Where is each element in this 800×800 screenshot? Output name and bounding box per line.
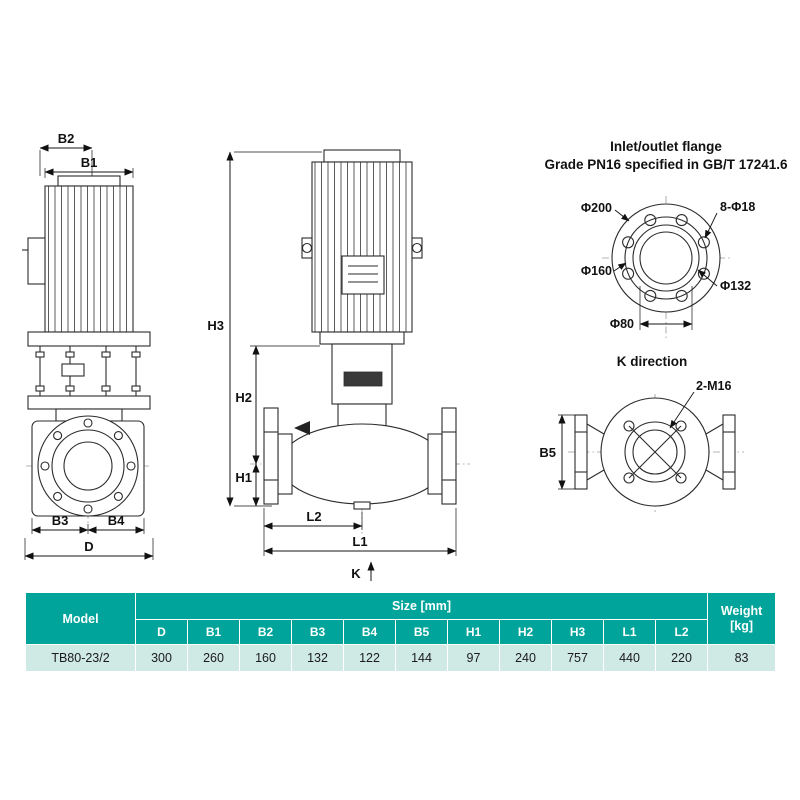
col-header-l2: L2 [654, 619, 709, 645]
value-l2: 220 [654, 644, 709, 672]
side-view-dimensions: B2 B1 B3 B4 D [24, 131, 154, 560]
bolt-circle [624, 216, 708, 300]
front-view-dimensions: H3 H2 H1 L2 L1 K [207, 151, 457, 581]
suction-flange [263, 407, 279, 505]
flow-arrow [294, 421, 310, 435]
discharge-flange [441, 407, 457, 505]
table-row: TB80-23/2 300 260 160 132 122 144 97 240… [25, 644, 777, 672]
dim-b1-label: B1 [81, 155, 98, 170]
flange-bore [639, 231, 693, 285]
flange-face-outer [37, 415, 139, 517]
col-header-d: D [135, 619, 188, 645]
label-d132: Φ132 [720, 279, 751, 293]
k-view-title: K direction [617, 354, 688, 369]
label-8-d18: 8-Φ18 [720, 200, 755, 214]
flange-title-line1: Inlet/outlet flange [610, 139, 722, 154]
drawing-canvas: B2 B1 B3 B4 D [22, 131, 788, 581]
motor-body [311, 161, 413, 333]
value-b2: 160 [239, 644, 292, 672]
dim-b5-label: B5 [539, 445, 556, 460]
spec-table-container: Model Size [mm] Weight [kg] D B1 B2 B3 B… [25, 592, 777, 672]
motor-cap [57, 175, 121, 187]
volute-casing [279, 423, 445, 505]
col-header-b1: B1 [187, 619, 240, 645]
value-b1: 260 [187, 644, 240, 672]
value-b3: 132 [291, 644, 344, 672]
lifting-ear-left [301, 242, 313, 254]
motor-body [44, 185, 134, 333]
motor-nameplate [341, 255, 385, 295]
value-h2: 240 [499, 644, 552, 672]
dim-h3-label: H3 [207, 318, 224, 333]
side-flange-left [574, 414, 588, 490]
terminal-box [27, 237, 46, 285]
col-header-b5: B5 [395, 619, 448, 645]
value-d: 300 [135, 644, 188, 672]
k-direction-label: K [351, 566, 361, 581]
dim-b2-label: B2 [58, 131, 75, 146]
model-cell: TB80-23/2 [25, 644, 136, 672]
model-header: Model [25, 592, 136, 645]
dim-b3-label: B3 [52, 513, 69, 528]
col-header-h3: H3 [551, 619, 604, 645]
weight-cell: 83 [707, 644, 777, 672]
motor-cap [323, 149, 401, 163]
flange-bolts [40, 418, 136, 514]
label-d160: Φ160 [581, 264, 612, 278]
col-header-l1: L1 [603, 619, 656, 645]
motor-flange [27, 331, 151, 347]
side-flange-right [722, 414, 736, 490]
label-d200: Φ200 [581, 201, 612, 215]
value-l1: 440 [603, 644, 656, 672]
drain-plug [353, 501, 371, 510]
value-h3: 757 [551, 644, 604, 672]
value-b4: 122 [343, 644, 396, 672]
value-h1: 97 [447, 644, 500, 672]
pump-front-view: H3 H2 H1 L2 L1 K [207, 149, 470, 581]
spec-table: Model Size [mm] Weight [kg] D B1 B2 B3 B… [25, 592, 777, 672]
lifting-ear-right [411, 242, 423, 254]
brand-plate [343, 371, 383, 387]
dim-h1-label: H1 [235, 470, 252, 485]
studs [35, 346, 141, 396]
dim-l2-label: L2 [306, 509, 321, 524]
value-b5: 144 [395, 644, 448, 672]
coupling-window [61, 363, 85, 377]
k-direction-view: K direction 2-M16 B5 [539, 354, 744, 512]
flange-detail-view: Inlet/outlet flange Grade PN16 specified… [544, 139, 788, 338]
flange-title-line2: Grade PN16 specified in GB/T 17241.6 [544, 157, 788, 172]
flange-od [611, 203, 721, 313]
col-header-b4: B4 [343, 619, 396, 645]
pump-side-view: B2 B1 B3 B4 D [22, 131, 154, 560]
seal-housing [27, 395, 151, 410]
dim-b4-label: B4 [108, 513, 125, 528]
dim-h2-label: H2 [235, 390, 252, 405]
size-header: Size [mm] [134, 592, 709, 620]
col-header-b2: B2 [239, 619, 292, 645]
col-header-h2: H2 [499, 619, 552, 645]
motor-flange [319, 331, 405, 345]
bolt-holes [622, 214, 710, 302]
weight-header: Weight [kg] [707, 592, 777, 645]
label-d80: Φ80 [610, 317, 634, 331]
dim-d-label: D [84, 539, 93, 554]
dim-l1-label: L1 [352, 534, 367, 549]
label-2-m16: 2-M16 [696, 379, 731, 393]
col-header-b3: B3 [291, 619, 344, 645]
col-header-h1: H1 [447, 619, 500, 645]
